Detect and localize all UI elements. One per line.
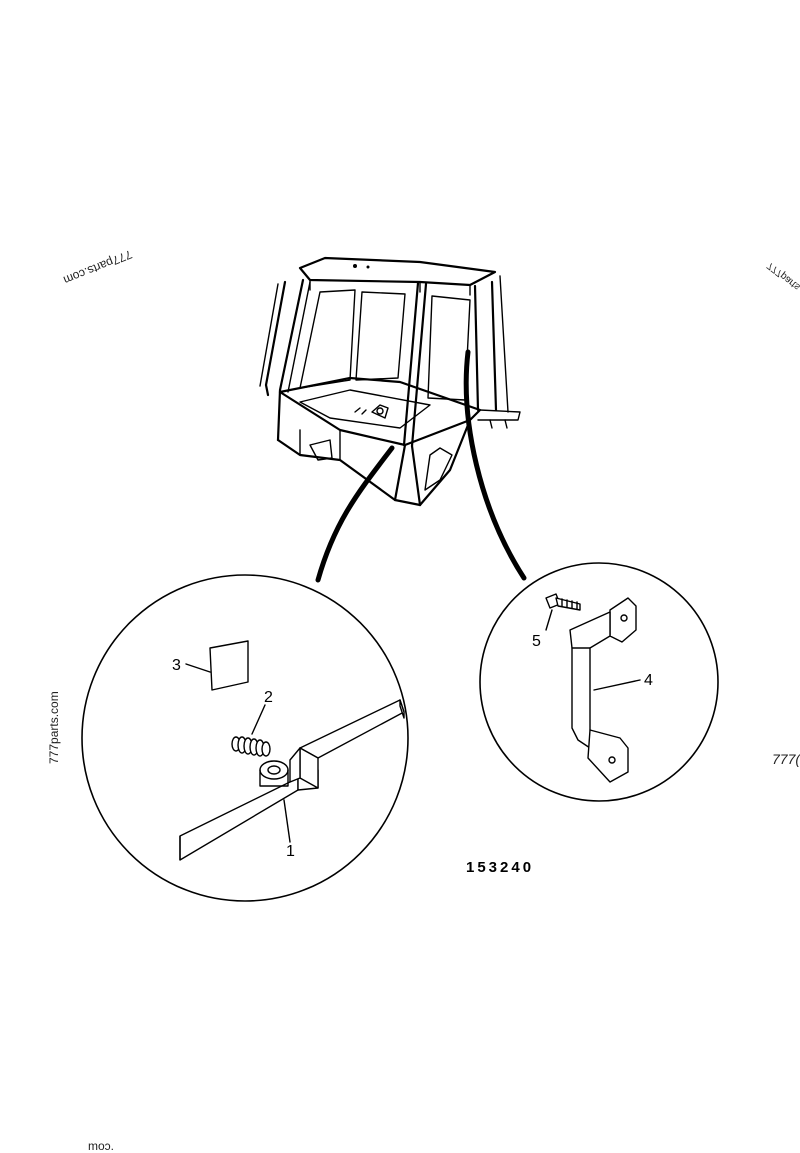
callout-3: 3: [172, 657, 181, 674]
detail-circle-right: [479, 562, 719, 802]
plate-part-3: [209, 640, 249, 691]
watermark-top-left: 777parts.com: [61, 247, 134, 287]
callout-2: 2: [264, 689, 273, 706]
watermark-top-right: 777parts.com: [765, 260, 800, 306]
detail-circle-left: [81, 574, 409, 902]
handle-part-4: [569, 597, 637, 783]
watermark-left-side: 777parts.com: [47, 691, 61, 764]
cab-illustration: [259, 256, 521, 507]
watermark-right-edge: 777(: [772, 751, 800, 767]
bolt-part-5: [545, 593, 581, 611]
watermark-bottom: moɔ.: [88, 1139, 114, 1153]
drawing-number: 153240: [466, 859, 534, 876]
leader-line-right: [463, 349, 527, 581]
stay-bar-part-1: [179, 699, 405, 861]
callout-4: 4: [644, 672, 653, 689]
callout-1: 1: [286, 843, 295, 860]
leader-line-left: [315, 445, 395, 583]
callout-5: 5: [532, 633, 541, 650]
spring-part-2: [231, 736, 271, 757]
